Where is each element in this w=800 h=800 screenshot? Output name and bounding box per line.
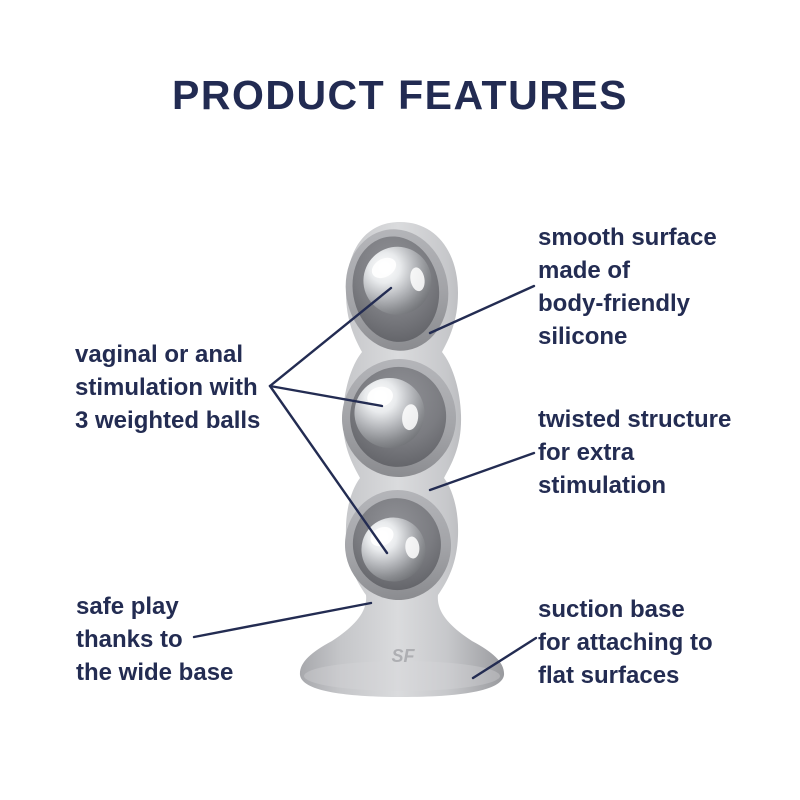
cup-bottom (344, 490, 452, 600)
cup-middle (341, 359, 457, 477)
leader-line-safe-play (192, 601, 373, 639)
base-highlight (304, 661, 500, 691)
leader-line-top-ball (268, 286, 393, 388)
callout-twisted-structure: twisted structure for extra stimulation (538, 406, 732, 499)
leader-line-twisted-structure (428, 451, 536, 492)
leader-line-middle-ball (268, 384, 384, 408)
cup-top (345, 229, 449, 351)
leader-line-suction-base (471, 636, 538, 680)
callout-weighted-balls: vaginal or anal stimulation with 3 weigh… (75, 341, 261, 434)
page-title: PRODUCT FEATURES (171, 72, 629, 118)
leader-lines (192, 284, 538, 680)
leader-line-smooth-surface (428, 284, 536, 335)
brand-logo: SF (391, 646, 415, 666)
callout-smooth-surface: smooth surface made of body-friendly sil… (538, 224, 717, 350)
callout-safe-play: safe play thanks to the wide base (76, 593, 234, 686)
leader-line-bottom-ball (268, 384, 389, 555)
callout-suction-base: suction base for attaching to flat surfa… (538, 596, 713, 689)
